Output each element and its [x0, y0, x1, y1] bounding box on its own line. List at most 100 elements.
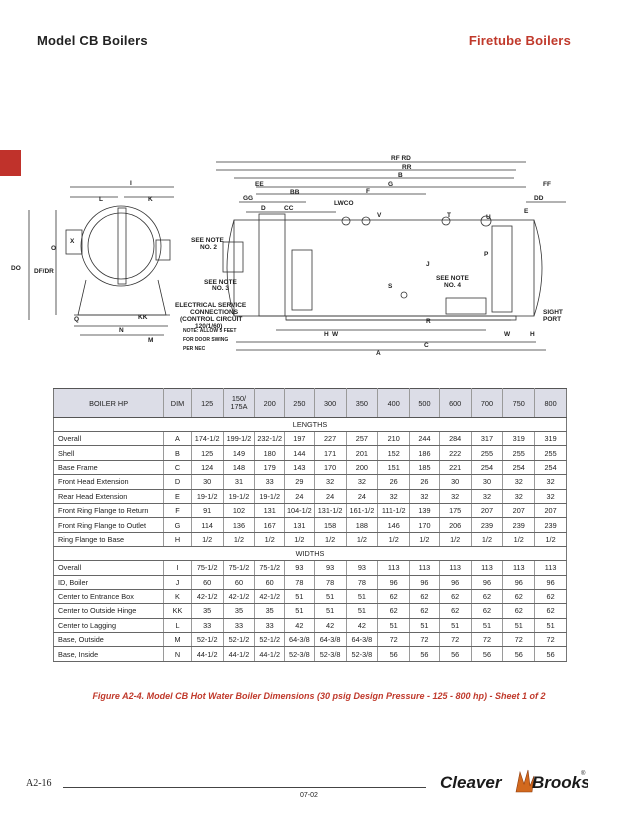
- table-cell: 44-1/2: [191, 646, 224, 662]
- table-cell: 207: [471, 503, 504, 519]
- table-cell: 72: [471, 632, 504, 648]
- table-cell: 96: [502, 575, 536, 590]
- table-cell: 32: [502, 489, 536, 504]
- logo-registered-mark: ®: [581, 770, 586, 777]
- table-cell: 96: [471, 575, 504, 590]
- dim-label-e: E: [524, 208, 529, 215]
- table-cell: 152: [377, 445, 411, 461]
- table-cell: 1/2: [314, 532, 347, 548]
- table-cell: 26: [409, 474, 440, 490]
- table-cell: 201: [346, 445, 379, 461]
- row-label: Front Head Extension: [53, 474, 165, 490]
- table-cell: 1/2: [191, 532, 224, 548]
- table-cell: 51: [346, 603, 379, 619]
- col-header: 200: [254, 388, 286, 418]
- dim-code: J: [163, 575, 192, 590]
- dim-label-t: T: [447, 212, 451, 219]
- row-label: Base, Outside: [53, 632, 165, 648]
- table-cell: 62: [409, 589, 440, 605]
- table-cell: 175: [439, 503, 472, 519]
- row-label: Overall: [53, 560, 165, 576]
- table-cell: 113: [471, 560, 504, 576]
- dim-code: F: [163, 503, 192, 519]
- dim-code: I: [163, 560, 192, 576]
- dim-label-f: F: [366, 188, 370, 195]
- table-cell: 78: [314, 575, 347, 590]
- table-cell: 113: [377, 560, 411, 576]
- row-label: Rear Head Extension: [53, 489, 165, 504]
- table-cell: 52-1/2: [254, 632, 286, 648]
- section-tab-marker: [0, 150, 21, 176]
- dim-code: N: [163, 646, 192, 662]
- table-cell: 319: [502, 431, 536, 447]
- logo-flame-icon: [515, 769, 535, 793]
- dim-label-gg: GG: [243, 195, 253, 202]
- table-cell: 254: [534, 460, 567, 476]
- dim-code: KK: [163, 603, 192, 619]
- col-header: DIM: [163, 388, 192, 418]
- see-note-4-line2: NO. 4: [444, 282, 461, 289]
- col-header: BOILER HP: [53, 388, 165, 418]
- table-cell: 114: [191, 517, 224, 533]
- table-cell: 62: [471, 603, 504, 619]
- table-cell: 51: [471, 618, 504, 634]
- dim-label-rr: RR: [402, 164, 412, 171]
- section-row-widths: WIDTHS: [53, 546, 567, 562]
- table-cell: 1/2: [439, 532, 472, 548]
- dim-label-g: G: [388, 181, 393, 188]
- table-cell: 19-1/2: [191, 489, 224, 504]
- table-cell: 317: [471, 431, 504, 447]
- section-label-widths: WIDTHS: [53, 546, 567, 562]
- table-cell: 42-1/2: [254, 589, 286, 605]
- table-cell: 35: [191, 603, 224, 619]
- table-cell: 1/2: [346, 532, 379, 548]
- dim-code: M: [163, 632, 192, 648]
- dim-code: G: [163, 517, 192, 533]
- row-label: Overall: [53, 431, 165, 447]
- cleaver-brooks-logo: Cleaver Brooks ®: [440, 769, 588, 793]
- table-cell: 1/2: [534, 532, 567, 548]
- dim-code: E: [163, 489, 192, 504]
- table-cell: 96: [439, 575, 472, 590]
- table-cell: 42: [346, 618, 379, 634]
- figure-caption: Figure A2-4. Model CB Hot Water Boiler D…: [92, 691, 546, 701]
- table-header-row: BOILER HP DIM 125 150/ 175A 200 250 300 …: [53, 388, 567, 418]
- table-cell: 62: [534, 603, 567, 619]
- electrical-note-line4: 120/1/60): [195, 323, 222, 330]
- col-header: 700: [471, 388, 504, 418]
- table-cell: 62: [377, 589, 411, 605]
- table-cell: 1/2: [409, 532, 440, 548]
- boiler-side-view-shell: [233, 219, 535, 317]
- table-cell: 167: [254, 517, 286, 533]
- table-cell: 91: [191, 503, 224, 519]
- see-note-2-line1: SEE NOTE: [191, 237, 225, 244]
- footer-rule: [63, 787, 426, 788]
- dim-label-a: A: [376, 350, 381, 357]
- table-cell: 161-1/2: [346, 503, 379, 519]
- dim-label-j: J: [426, 261, 430, 268]
- table-cell: 207: [502, 503, 536, 519]
- row-label: Shell: [53, 445, 165, 461]
- table-cell: 31: [223, 474, 256, 490]
- dimensions-table-container: BOILER HP DIM 125 150/ 175A 200 250 300 …: [53, 388, 567, 662]
- dim-label-do: DO: [11, 265, 21, 272]
- table-cell: 102: [223, 503, 256, 519]
- table-cell: 62: [471, 589, 504, 605]
- dim-label-s: S: [388, 283, 393, 290]
- dim-label-rf-rd: RF RD: [391, 155, 411, 162]
- table-cell: 96: [534, 575, 567, 590]
- table-cell: 51: [284, 603, 315, 619]
- table-cell: 24: [284, 489, 315, 504]
- table-cell: 170: [314, 460, 347, 476]
- dim-label-o: O: [51, 245, 56, 252]
- table-cell: 32: [314, 474, 347, 490]
- dim-label-k: K: [148, 196, 153, 203]
- table-cell: 227: [314, 431, 347, 447]
